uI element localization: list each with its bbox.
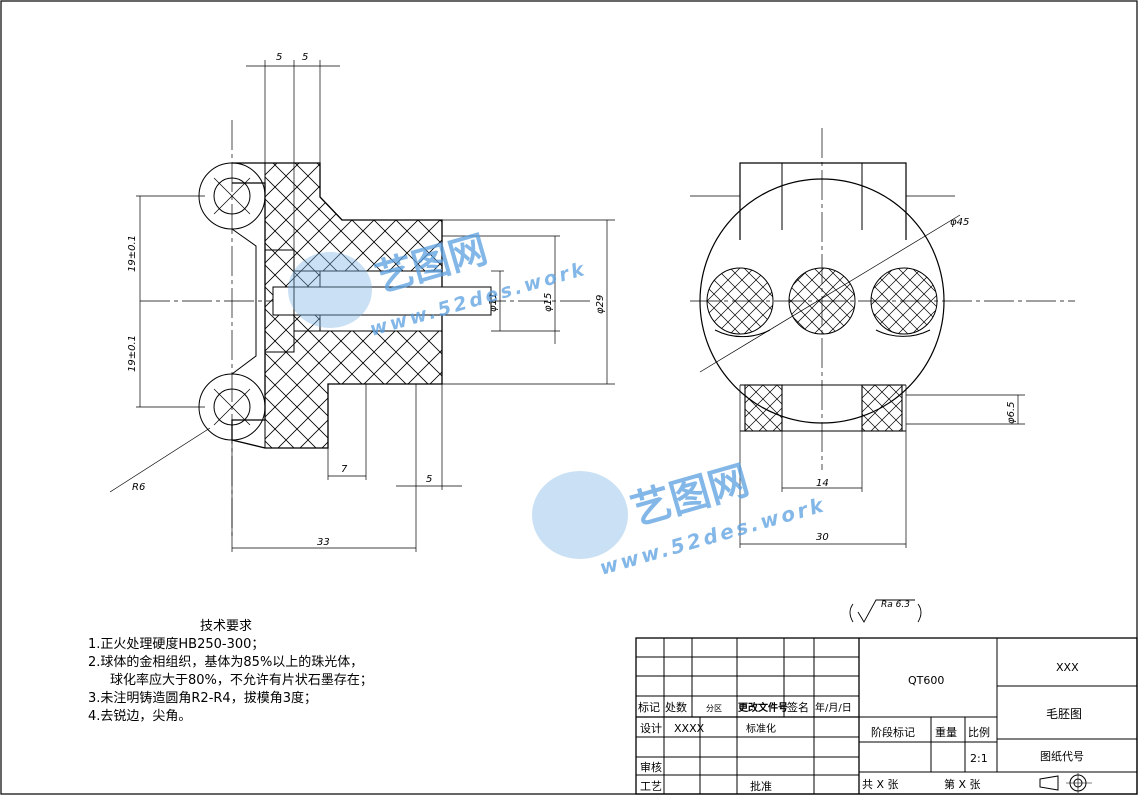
tb-review: 审核 [640,760,662,774]
tb-process: 工艺 [640,780,662,793]
dim-7: 7 [341,464,348,475]
dim-5a: 5 [276,52,282,63]
tb-scale-val: 2:1 [970,752,988,765]
tb-zone: 分区 [706,704,722,713]
watermark-2: 艺图网 www.52des.work [532,457,829,580]
dim-19-top: 19±0.1 [127,235,138,272]
dim-d6-5: φ6.5 [1006,402,1017,425]
dim-d45: φ45 [950,217,969,228]
dim-30: 30 [816,532,829,543]
tb-scale-h: 比例 [968,725,990,739]
tech-item-2: 2.球体的金相组织，基体为85%以上的珠光体， [88,655,364,670]
dim-d15: φ15 [543,293,554,312]
tech-item-2-cont: 球化率应大于80%，不允许有片状石墨存在； [110,673,373,688]
tb-mark: 标记 [638,700,660,714]
tech-title: 技术要求 [200,619,253,634]
tb-code: 图纸代号 [1040,750,1084,763]
section-view [109,60,615,552]
tb-company: XXX [1056,661,1079,674]
dim-19-bottom: 19±0.1 [127,335,138,372]
dim-33: 33 [317,537,330,548]
tb-design: 设计 [640,722,662,735]
tb-stage: 阶段标记 [871,725,915,739]
tb-sheet-num: 第 X 张 [944,777,981,791]
tech-item-1: 1.正火处理硬度HB250-300； [88,637,265,652]
tb-design-val: XXXX [674,722,705,735]
title-block [635,637,1138,795]
dim-d29: φ29 [595,295,606,314]
tb-std: 标准化 [746,722,776,735]
tb-sign: 签名 [787,700,809,714]
tb-doc: 更改文件号 [738,701,788,714]
technical-requirements: 技术要求 1.正火处理硬度HB250-300； 2.球体的金相组织，基体为85%… [88,618,373,726]
tb-approve: 批准 [750,779,772,793]
dim-r6: R6 [132,482,145,493]
dim-14: 14 [816,478,829,489]
tb-date: 年/月/日 [815,701,852,714]
tb-count: 处数 [665,701,687,714]
tech-item-3: 3.未注明铸造圆角R2-R4，拔模角3度； [88,691,317,706]
tb-material: QT600 [908,674,944,687]
roughness-value: Ra 6.3 [881,600,910,610]
tb-name: 毛胚图 [1046,707,1082,721]
tech-item-4: 4.去锐边，尖角。 [88,709,192,724]
dim-5c: 5 [426,474,432,485]
end-view [690,128,1075,548]
dim-5b: 5 [302,52,308,63]
roughness-symbol [849,599,922,623]
tb-sheets-total: 共 X 张 [862,778,899,791]
tb-weight: 重量 [935,725,957,739]
dim-d11: φ11 [488,293,499,312]
